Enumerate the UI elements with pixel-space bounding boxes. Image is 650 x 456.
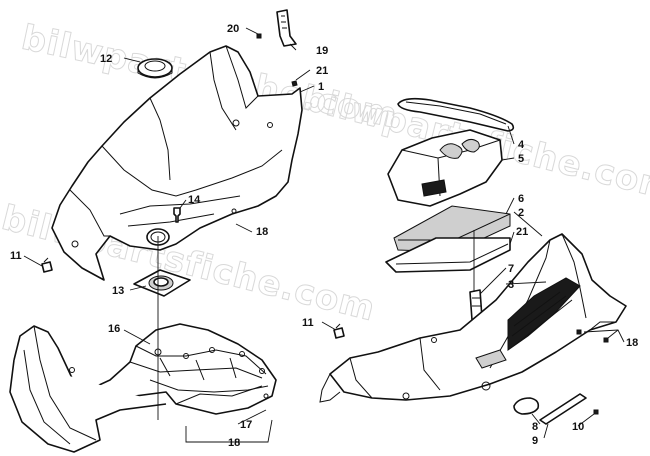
bolt-part (173, 207, 181, 223)
callout-17: 17 (240, 419, 252, 431)
screw-part (576, 329, 609, 415)
callout-19: 20 (227, 23, 239, 35)
callout-11: 11 (10, 250, 22, 262)
band-part (397, 97, 515, 132)
belly-pan-part (51, 45, 303, 281)
callout-18: 18 (228, 437, 240, 449)
callout-16: 16 (108, 323, 120, 335)
callout-labels: 20 19 12 21 1 14 18 11 13 16 17 18 4 5 6… (10, 23, 638, 449)
callout-14: 14 (188, 194, 201, 206)
screw-part (256, 33, 298, 87)
callout-18: 18 (626, 337, 638, 349)
callout-3: 3 (508, 279, 514, 291)
clip-part (539, 393, 587, 425)
air-silencer-part (387, 129, 503, 207)
rivet-part (333, 323, 345, 339)
callout-18: 18 (256, 226, 268, 238)
callout-5: 5 (518, 153, 524, 165)
callout-1: 1 (318, 81, 324, 93)
leader-lines (23, 27, 625, 443)
callout-13: 13 (112, 285, 124, 297)
callout-7: 7 (508, 263, 514, 275)
callout-11: 11 (302, 317, 314, 329)
callout-2: 2 (518, 207, 524, 219)
rivet-part (41, 257, 53, 273)
callout-6: 6 (518, 193, 524, 205)
callout-19: 21 (316, 65, 328, 77)
silencer-housing-part (319, 233, 627, 403)
callout-10: 10 (572, 421, 584, 433)
callout-12: 12 (100, 53, 112, 65)
callout-8: 8 (532, 421, 538, 433)
skid-plate-part (9, 323, 277, 453)
spacer-part (385, 237, 511, 273)
plug-part (513, 397, 540, 415)
callout-4: 4 (518, 139, 525, 151)
callout-20: 19 (316, 45, 328, 57)
callout-21: 21 (516, 226, 528, 238)
callout-9: 9 (532, 435, 538, 447)
grommet-part (137, 58, 173, 79)
strap-part (276, 9, 297, 47)
grommet-plate-part (133, 269, 191, 297)
